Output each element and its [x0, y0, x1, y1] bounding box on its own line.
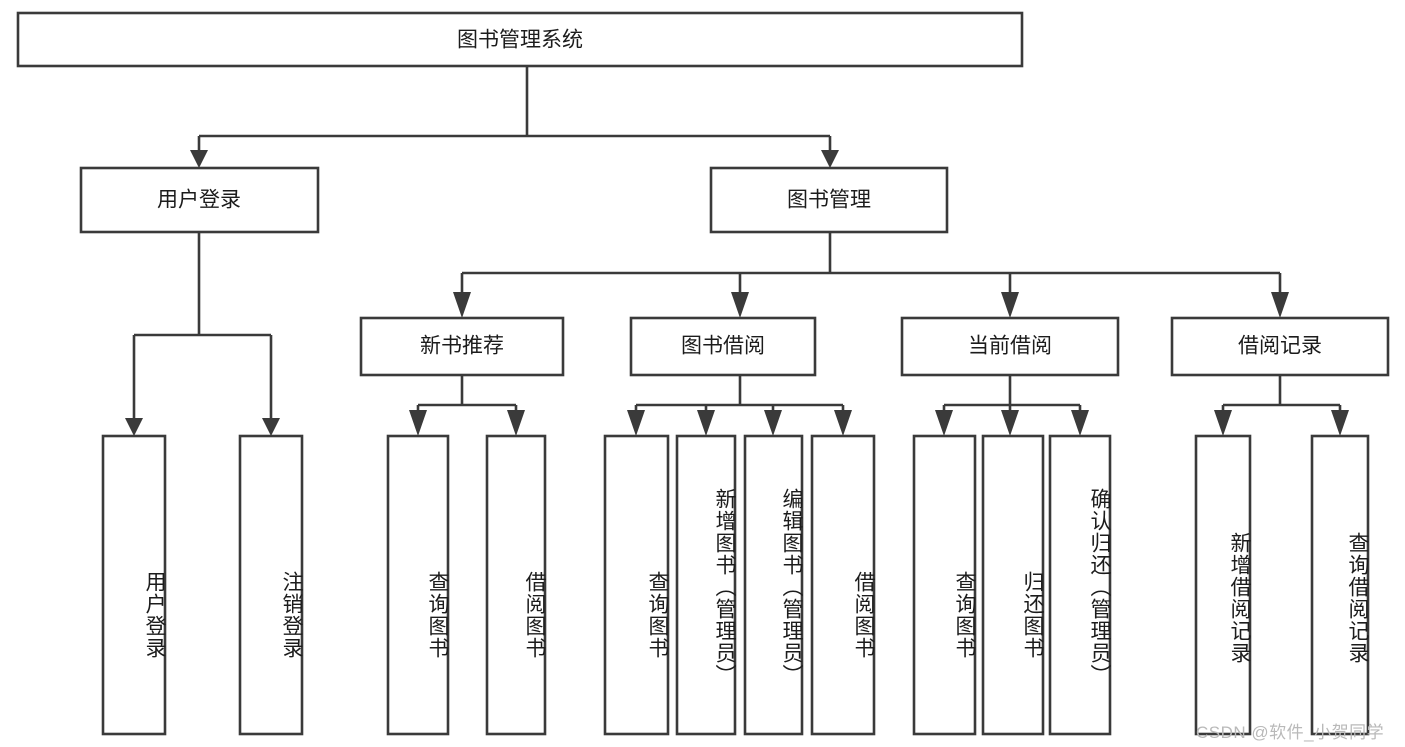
- node-borrow-record[interactable]: [1170, 316, 1390, 377]
- leaf-current-borrow-0[interactable]: [912, 434, 977, 736]
- leaf-book-borrow-1[interactable]: [675, 434, 737, 736]
- arrow-head-icon: [1214, 410, 1232, 436]
- arrow-head-icon: [1001, 410, 1019, 436]
- arrow-head-icon: [125, 418, 143, 436]
- connector-group-root: [190, 66, 839, 168]
- leaf-book-borrow-3[interactable]: [810, 434, 876, 736]
- connector-group-new-book: [409, 375, 525, 436]
- leaf-new-book-0[interactable]: [386, 434, 450, 736]
- node-book-borrow-label: 图书借阅: [681, 335, 765, 358]
- arrow-head-icon: [834, 410, 852, 436]
- leaf-user-login-0[interactable]: [101, 434, 167, 736]
- arrow-head-icon: [262, 418, 280, 436]
- node-book-management[interactable]: [709, 166, 949, 234]
- arrow-head-icon: [1331, 410, 1349, 436]
- arrow-head-icon: [1001, 292, 1019, 318]
- leaf-current-borrow-1[interactable]: [981, 434, 1045, 736]
- arrow-head-icon: [453, 292, 471, 318]
- connector-group-borrow-record: [1214, 375, 1349, 436]
- leaf-book-borrow-2[interactable]: [743, 434, 804, 736]
- arrow-head-icon: [1271, 292, 1289, 318]
- node-root-book-management-system[interactable]: [16, 11, 1024, 68]
- leaf-current-borrow-2[interactable]: [1048, 434, 1112, 736]
- node-root-label: 图书管理系统: [457, 29, 583, 52]
- connector-group-current-borrow: [935, 375, 1089, 436]
- connector-group-user-login: [125, 232, 280, 436]
- leaf-borrow-record-1[interactable]: [1310, 434, 1370, 736]
- leaf-user-login-1[interactable]: [238, 434, 304, 736]
- arrow-head-icon: [935, 410, 953, 436]
- node-current-borrow-label: 当前借阅: [968, 335, 1052, 358]
- node-current-borrow[interactable]: [900, 316, 1120, 377]
- arrow-head-icon: [190, 150, 208, 168]
- connector-group-book-manage: [453, 232, 1289, 318]
- arrow-head-icon: [1071, 410, 1089, 436]
- node-borrow-record-label: 借阅记录: [1238, 335, 1322, 358]
- leaf-book-borrow-0[interactable]: [603, 434, 670, 736]
- node-new-book-recommend-label: 新书推荐: [420, 335, 504, 358]
- connector-group-book-borrow: [627, 375, 852, 436]
- leaf-borrow-record-0[interactable]: [1194, 434, 1252, 736]
- arrow-head-icon: [627, 410, 645, 436]
- node-book-borrow[interactable]: [629, 316, 817, 377]
- arrow-head-icon: [821, 150, 839, 168]
- node-new-book-recommend[interactable]: [359, 316, 565, 377]
- arrow-head-icon: [507, 410, 525, 436]
- arrow-head-icon: [409, 410, 427, 436]
- arrow-head-icon: [731, 292, 749, 318]
- csdn-watermark: CSDN @软件_小贺同学: [1196, 723, 1385, 742]
- arrow-head-icon: [697, 410, 715, 436]
- node-user-login-label: 用户登录: [157, 189, 241, 212]
- node-book-management-label: 图书管理: [787, 189, 871, 212]
- leaf-new-book-1[interactable]: [485, 434, 547, 736]
- node-user-login[interactable]: [79, 166, 320, 234]
- arrow-head-icon: [764, 410, 782, 436]
